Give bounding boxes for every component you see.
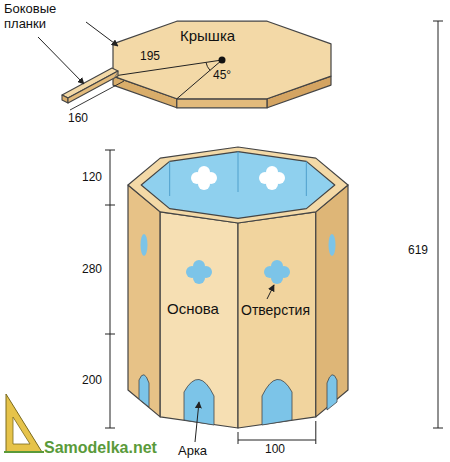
dimension: 280 (82, 263, 102, 277)
arches (139, 375, 337, 425)
lid (113, 21, 331, 108)
angle: 45° (213, 69, 231, 83)
dimension: 200 (82, 374, 102, 388)
watermark: Samodelka.net (44, 439, 157, 457)
dimension: 100 (265, 443, 285, 457)
dimension: 120 (82, 171, 102, 185)
part-name: Крышка (180, 27, 235, 44)
plank-dimension (70, 81, 124, 110)
part-name: Арка (178, 444, 207, 459)
dimension: 195 (140, 50, 160, 64)
part-name: Отверстия (241, 302, 310, 318)
part-name: Основа (167, 300, 219, 317)
holes (141, 166, 336, 284)
logo-icon (4, 394, 44, 452)
leader-arrows (38, 22, 274, 442)
dimension: 619 (408, 244, 428, 258)
side-plank (62, 68, 118, 103)
dimension-lines (105, 21, 443, 444)
dimension: 160 (68, 112, 88, 126)
base (128, 147, 348, 428)
part-name: Боковые планки (4, 2, 86, 32)
